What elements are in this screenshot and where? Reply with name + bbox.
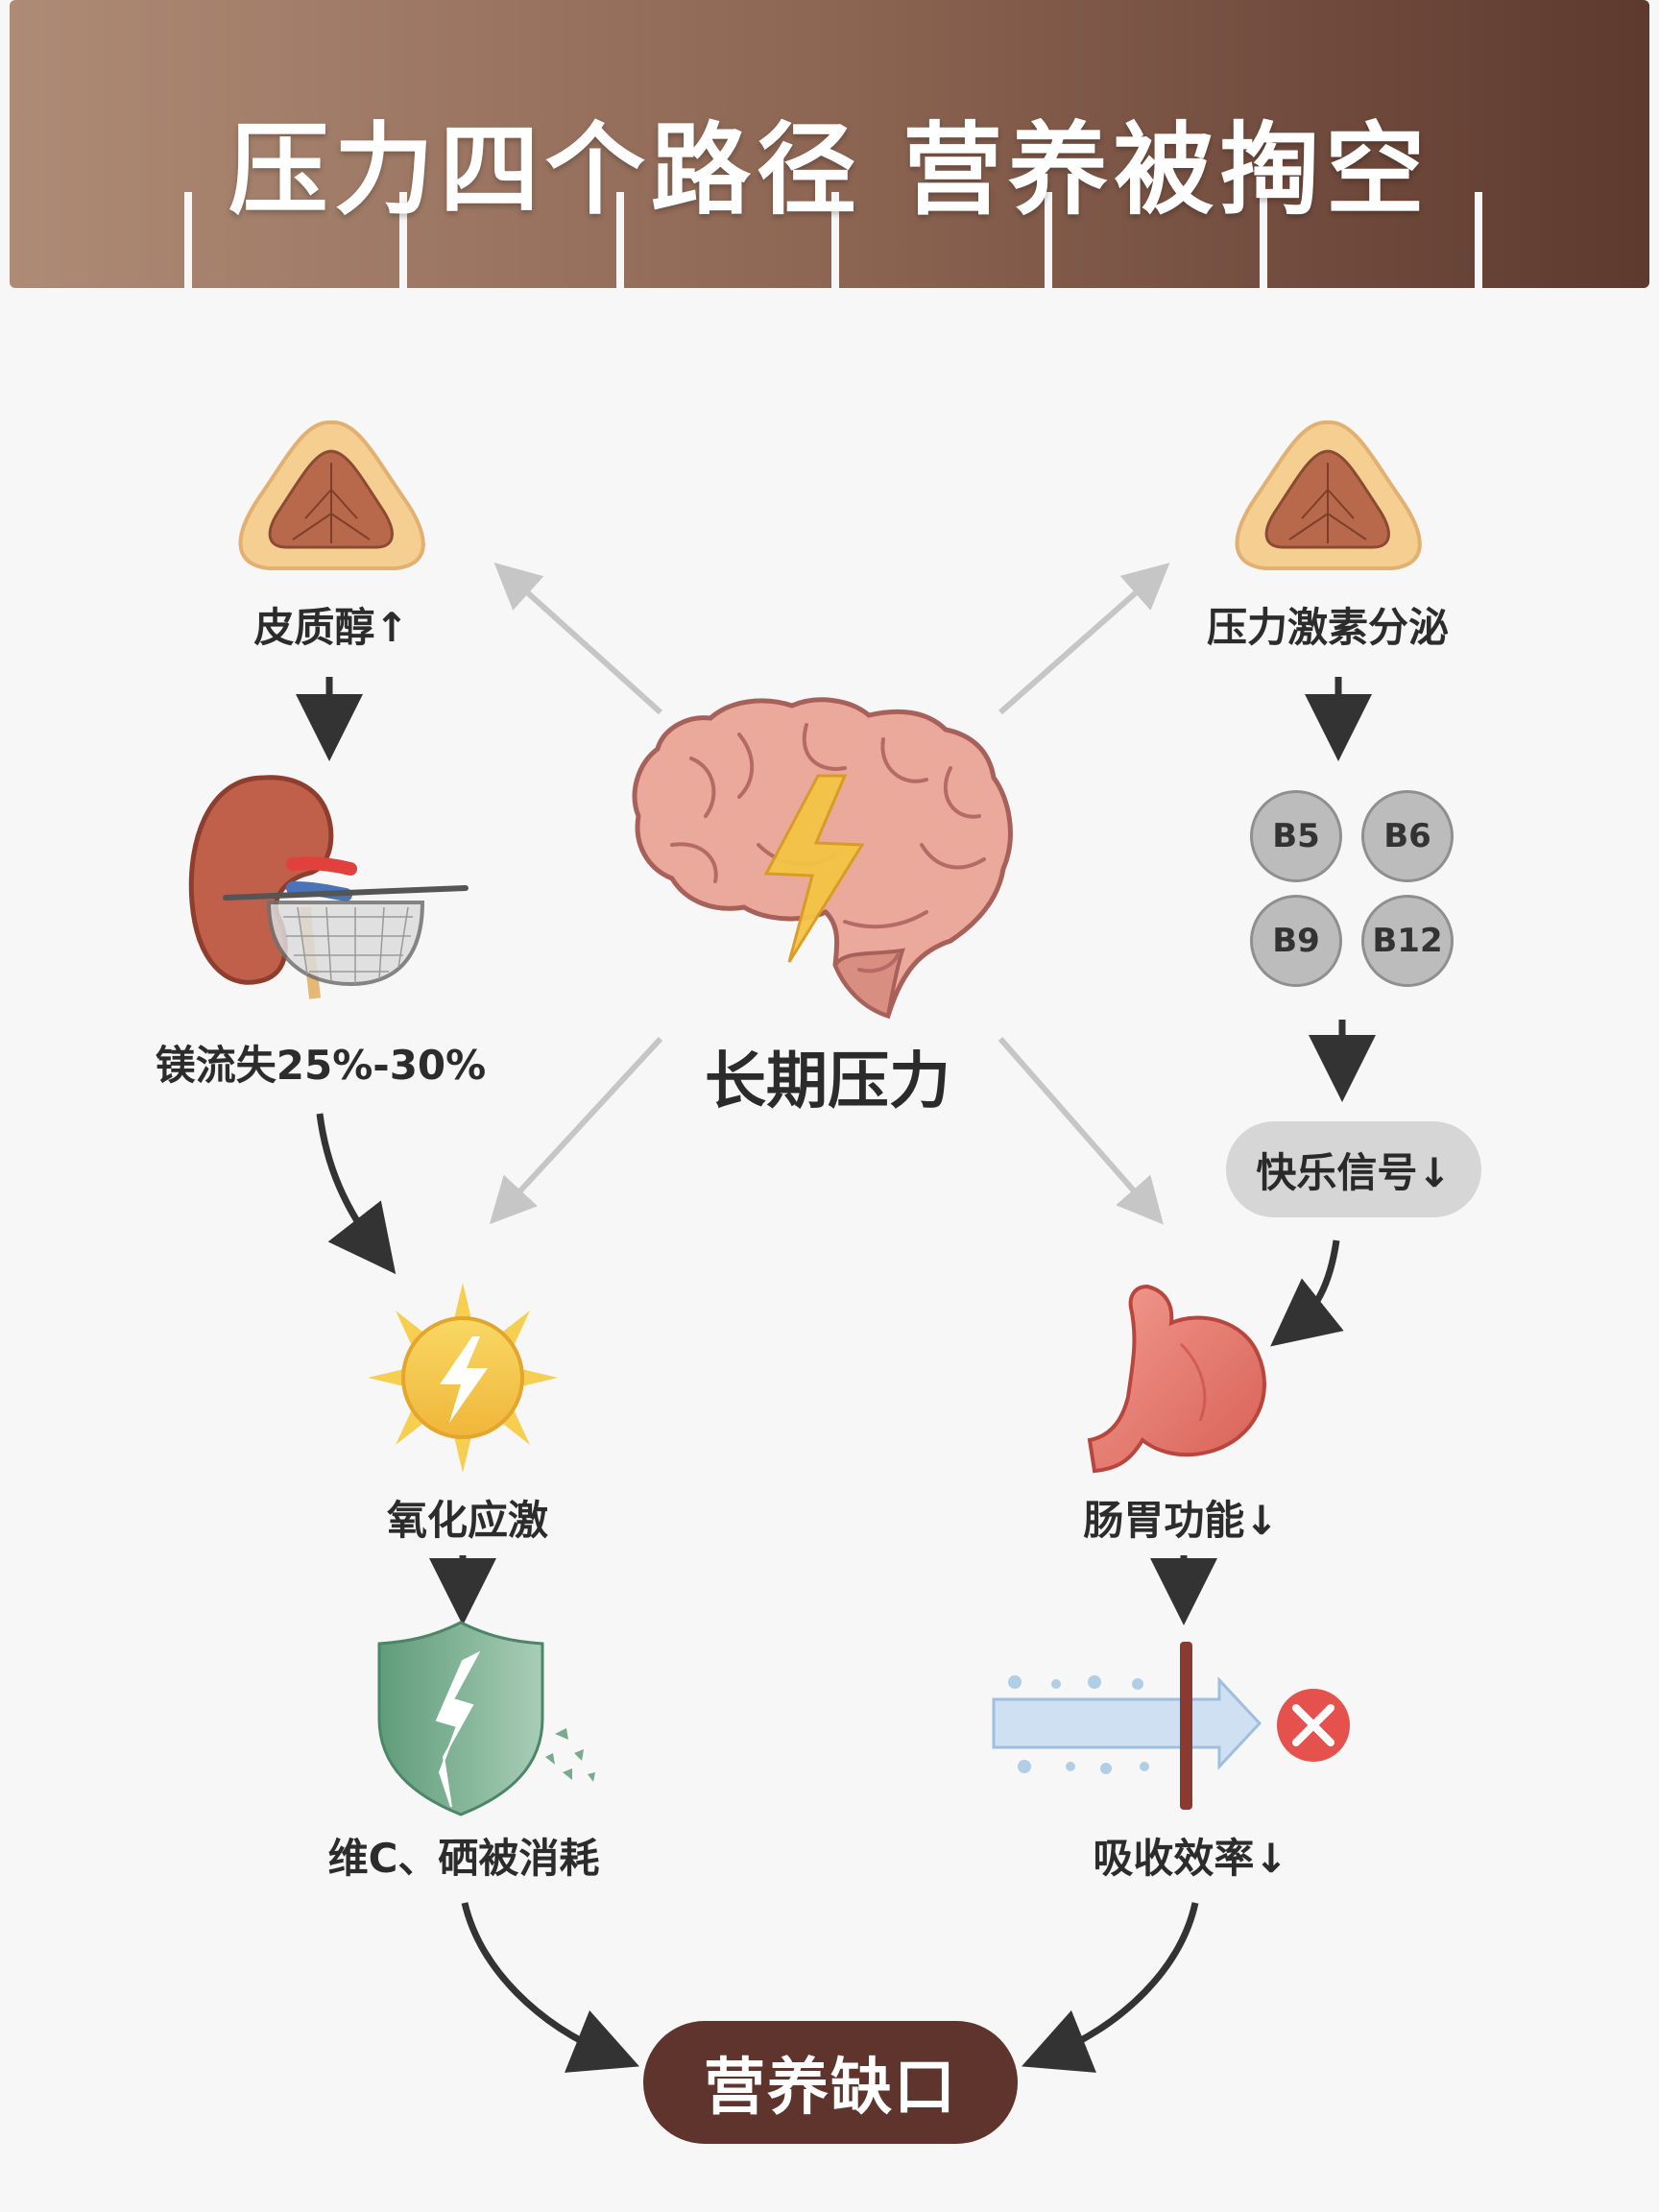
vitamin-c-selenium-label: 维C、硒被消耗 [327,1835,600,1882]
arrow-to-stress-hormone [998,563,1170,715]
vitamin-b5-badge: B5 [1250,790,1342,882]
absorption-blocked-icon [992,1642,1350,1810]
adrenal-gland-right-icon [1235,420,1422,570]
magnesium-loss-label: 镁流失25%-30% [155,1042,487,1089]
stress-hormone-label: 压力激素分泌 [1206,604,1450,651]
vitamin-b12-badge: B12 [1361,895,1454,987]
gut-function-label: 肠胃功能↓ [1083,1497,1279,1544]
title-banner [0,0,1659,307]
block-x-icon [1277,1689,1350,1762]
vitamin-b6-badge: B6 [1361,790,1454,882]
kidney-strainer-icon [188,775,469,999]
arrow-to-oxidative-stress [489,1036,663,1225]
center-arrows [489,562,1170,1225]
absorption-rate-label: 吸收效率↓ [1093,1835,1288,1882]
adrenal-gland-left-icon [238,420,425,570]
brain-icon [632,697,1013,1020]
stomach-icon [1087,1284,1266,1474]
pleasure-signal-pill: 快乐信号↓ [1226,1121,1481,1217]
long-term-stress-label: 长期压力 [705,1046,950,1118]
cortisol-label: 皮质醇↑ [253,604,409,651]
arrow-magnesium-to-oxidative [316,1113,397,1275]
nutrition-gap-pill: 营养缺口 [643,2021,1018,2144]
broken-shield-icon [377,1621,595,1816]
arrow-pleasure-to-gut [1270,1239,1344,1347]
arrow-to-gut [998,1037,1164,1225]
arrow-right-to-result [1022,1902,1199,2073]
arrow-to-cortisol [493,562,663,715]
vitamin-b9-badge: B9 [1250,895,1342,987]
oxidative-stress-label: 氧化应激 [386,1497,549,1544]
page-title: 压力四个路径 营养被掏空 [228,111,1431,228]
sun-icon [368,1283,558,1473]
arrow-left-to-result [461,1902,639,2073]
